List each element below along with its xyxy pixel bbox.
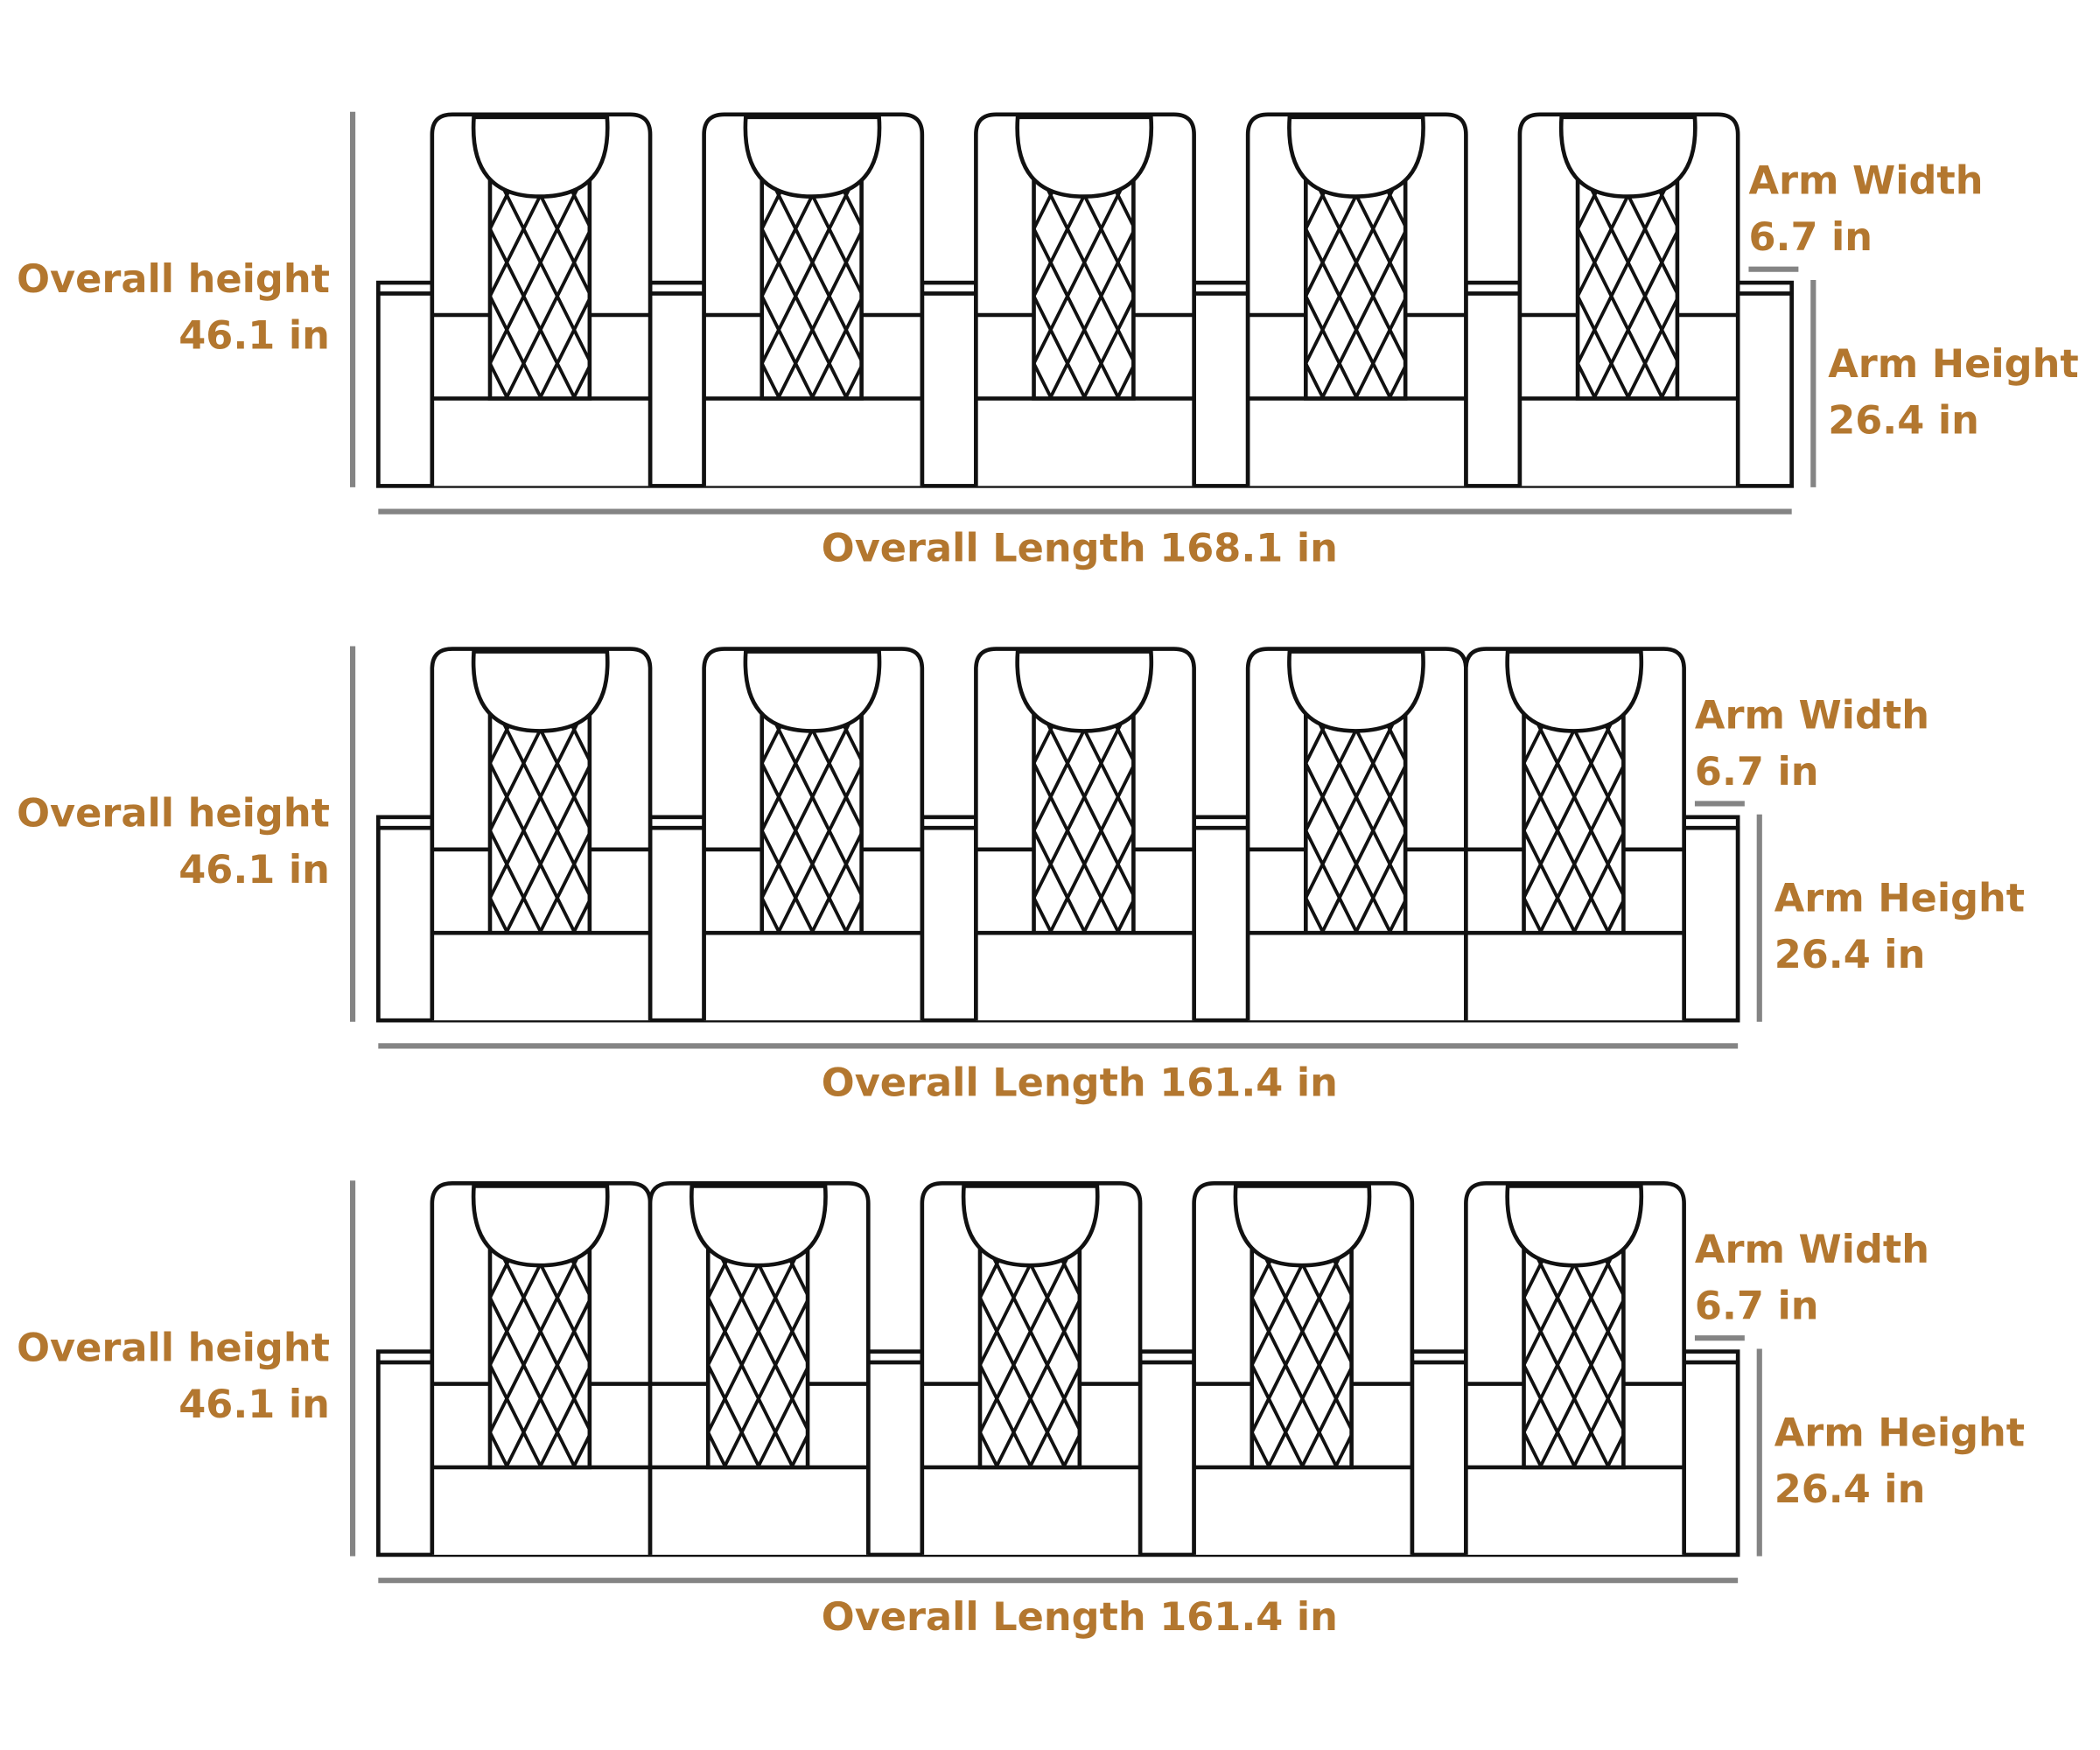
headrest: [690, 1184, 828, 1268]
armrest: [1192, 815, 1250, 830]
headrest: [1558, 115, 1698, 199]
seat: [702, 647, 925, 1021]
sectional-configuration-2: Overall height 46.1 in Overall Length 161.…: [17, 646, 2025, 1105]
armrest: [1192, 280, 1250, 296]
armrest: [1735, 280, 1794, 296]
overall-length-label: Overall Length 161.4 in: [822, 1594, 1338, 1640]
arm-height-label: Arm Height: [1828, 341, 2078, 387]
overall-height-label: Overall height: [17, 1325, 330, 1370]
seat: [974, 647, 1196, 1021]
seat: [430, 647, 653, 1021]
overall-height-value: 46.1 in: [178, 1382, 330, 1427]
diamond-stitching: [980, 1230, 1080, 1467]
seat: [1192, 1181, 1415, 1555]
diamond-stitching: [708, 1230, 808, 1467]
armrest: [866, 1349, 925, 1365]
seat: [1464, 647, 1686, 1021]
arm-width-value: 6.7 in: [1748, 214, 1872, 260]
headrest: [1287, 649, 1425, 733]
sectional-configuration-1: Overall height 46.1 in Overall Length 168.…: [17, 111, 2079, 571]
seat: [1464, 1181, 1686, 1555]
seat: [430, 112, 653, 486]
headrest: [471, 649, 610, 733]
overall-height-label: Overall height: [17, 256, 330, 302]
diamond-stitching: [1306, 161, 1406, 399]
overall-height-label: Overall height: [17, 791, 330, 836]
diamond-stitching: [490, 1230, 590, 1467]
diamond-stitching: [1306, 696, 1406, 934]
diamond-stitching: [490, 161, 590, 399]
diamond-stitching: [1578, 161, 1677, 399]
arm-width-value: 6.7 in: [1695, 749, 1819, 794]
overall-height-value: 46.1 in: [178, 312, 330, 358]
arm-width-label: Arm Width: [1748, 158, 1983, 204]
headrest: [961, 1184, 1100, 1268]
armrest: [920, 280, 978, 296]
armrest: [648, 815, 706, 830]
arm-height-label: Arm Height: [1774, 1410, 2025, 1455]
arm-height-value: 26.4 in: [1774, 1466, 1926, 1512]
armrest: [1138, 1349, 1196, 1365]
headrest: [471, 1184, 610, 1268]
arm-height-label: Arm Height: [1774, 876, 2025, 921]
diamond-stitching: [1251, 1230, 1352, 1467]
armrest: [376, 280, 435, 296]
diamond-stitching: [761, 161, 862, 399]
overall-length-label: Overall Length 161.4 in: [822, 1060, 1338, 1105]
diamond-stitching: [1523, 1230, 1624, 1467]
arm-height-value: 26.4 in: [1774, 932, 1926, 977]
headrest: [743, 115, 882, 199]
armrest: [1410, 1349, 1468, 1365]
headrest: [1233, 1184, 1372, 1268]
seat: [920, 1181, 1143, 1555]
armrest: [648, 280, 706, 296]
arm-width-value: 6.7 in: [1695, 1284, 1819, 1329]
headrest: [471, 115, 610, 199]
arm-height-value: 26.4 in: [1828, 397, 1979, 443]
headrest: [1287, 115, 1425, 199]
seat: [1517, 112, 1740, 486]
sectional-configuration-3: Overall height 46.1 in Overall Length 161.…: [17, 1180, 2025, 1640]
diamond-stitching: [1033, 161, 1134, 399]
armrest: [376, 1349, 435, 1365]
seat: [648, 1181, 871, 1555]
armrest: [1682, 1349, 1740, 1365]
seat: [430, 1181, 653, 1555]
arm-width-label: Arm Width: [1695, 1227, 1929, 1272]
seat: [702, 112, 925, 486]
seat: [1245, 647, 1468, 1021]
armrest: [1682, 815, 1740, 830]
overall-height-value: 46.1 in: [178, 847, 330, 892]
headrest: [743, 649, 882, 733]
headrest: [1505, 649, 1644, 733]
headrest: [1015, 649, 1154, 733]
diamond-stitching: [490, 696, 590, 934]
headrest: [1015, 115, 1154, 199]
overall-length-label: Overall Length 168.1 in: [822, 526, 1338, 571]
armrest: [920, 815, 978, 830]
arm-width-label: Arm Width: [1695, 692, 1929, 738]
armrest: [376, 815, 435, 830]
diamond-stitching: [761, 696, 862, 934]
diamond-stitching: [1523, 696, 1624, 934]
armrest: [1464, 280, 1522, 296]
seat: [1245, 112, 1468, 486]
diamond-stitching: [1033, 696, 1134, 934]
headrest: [1505, 1184, 1644, 1268]
seat: [974, 112, 1196, 486]
